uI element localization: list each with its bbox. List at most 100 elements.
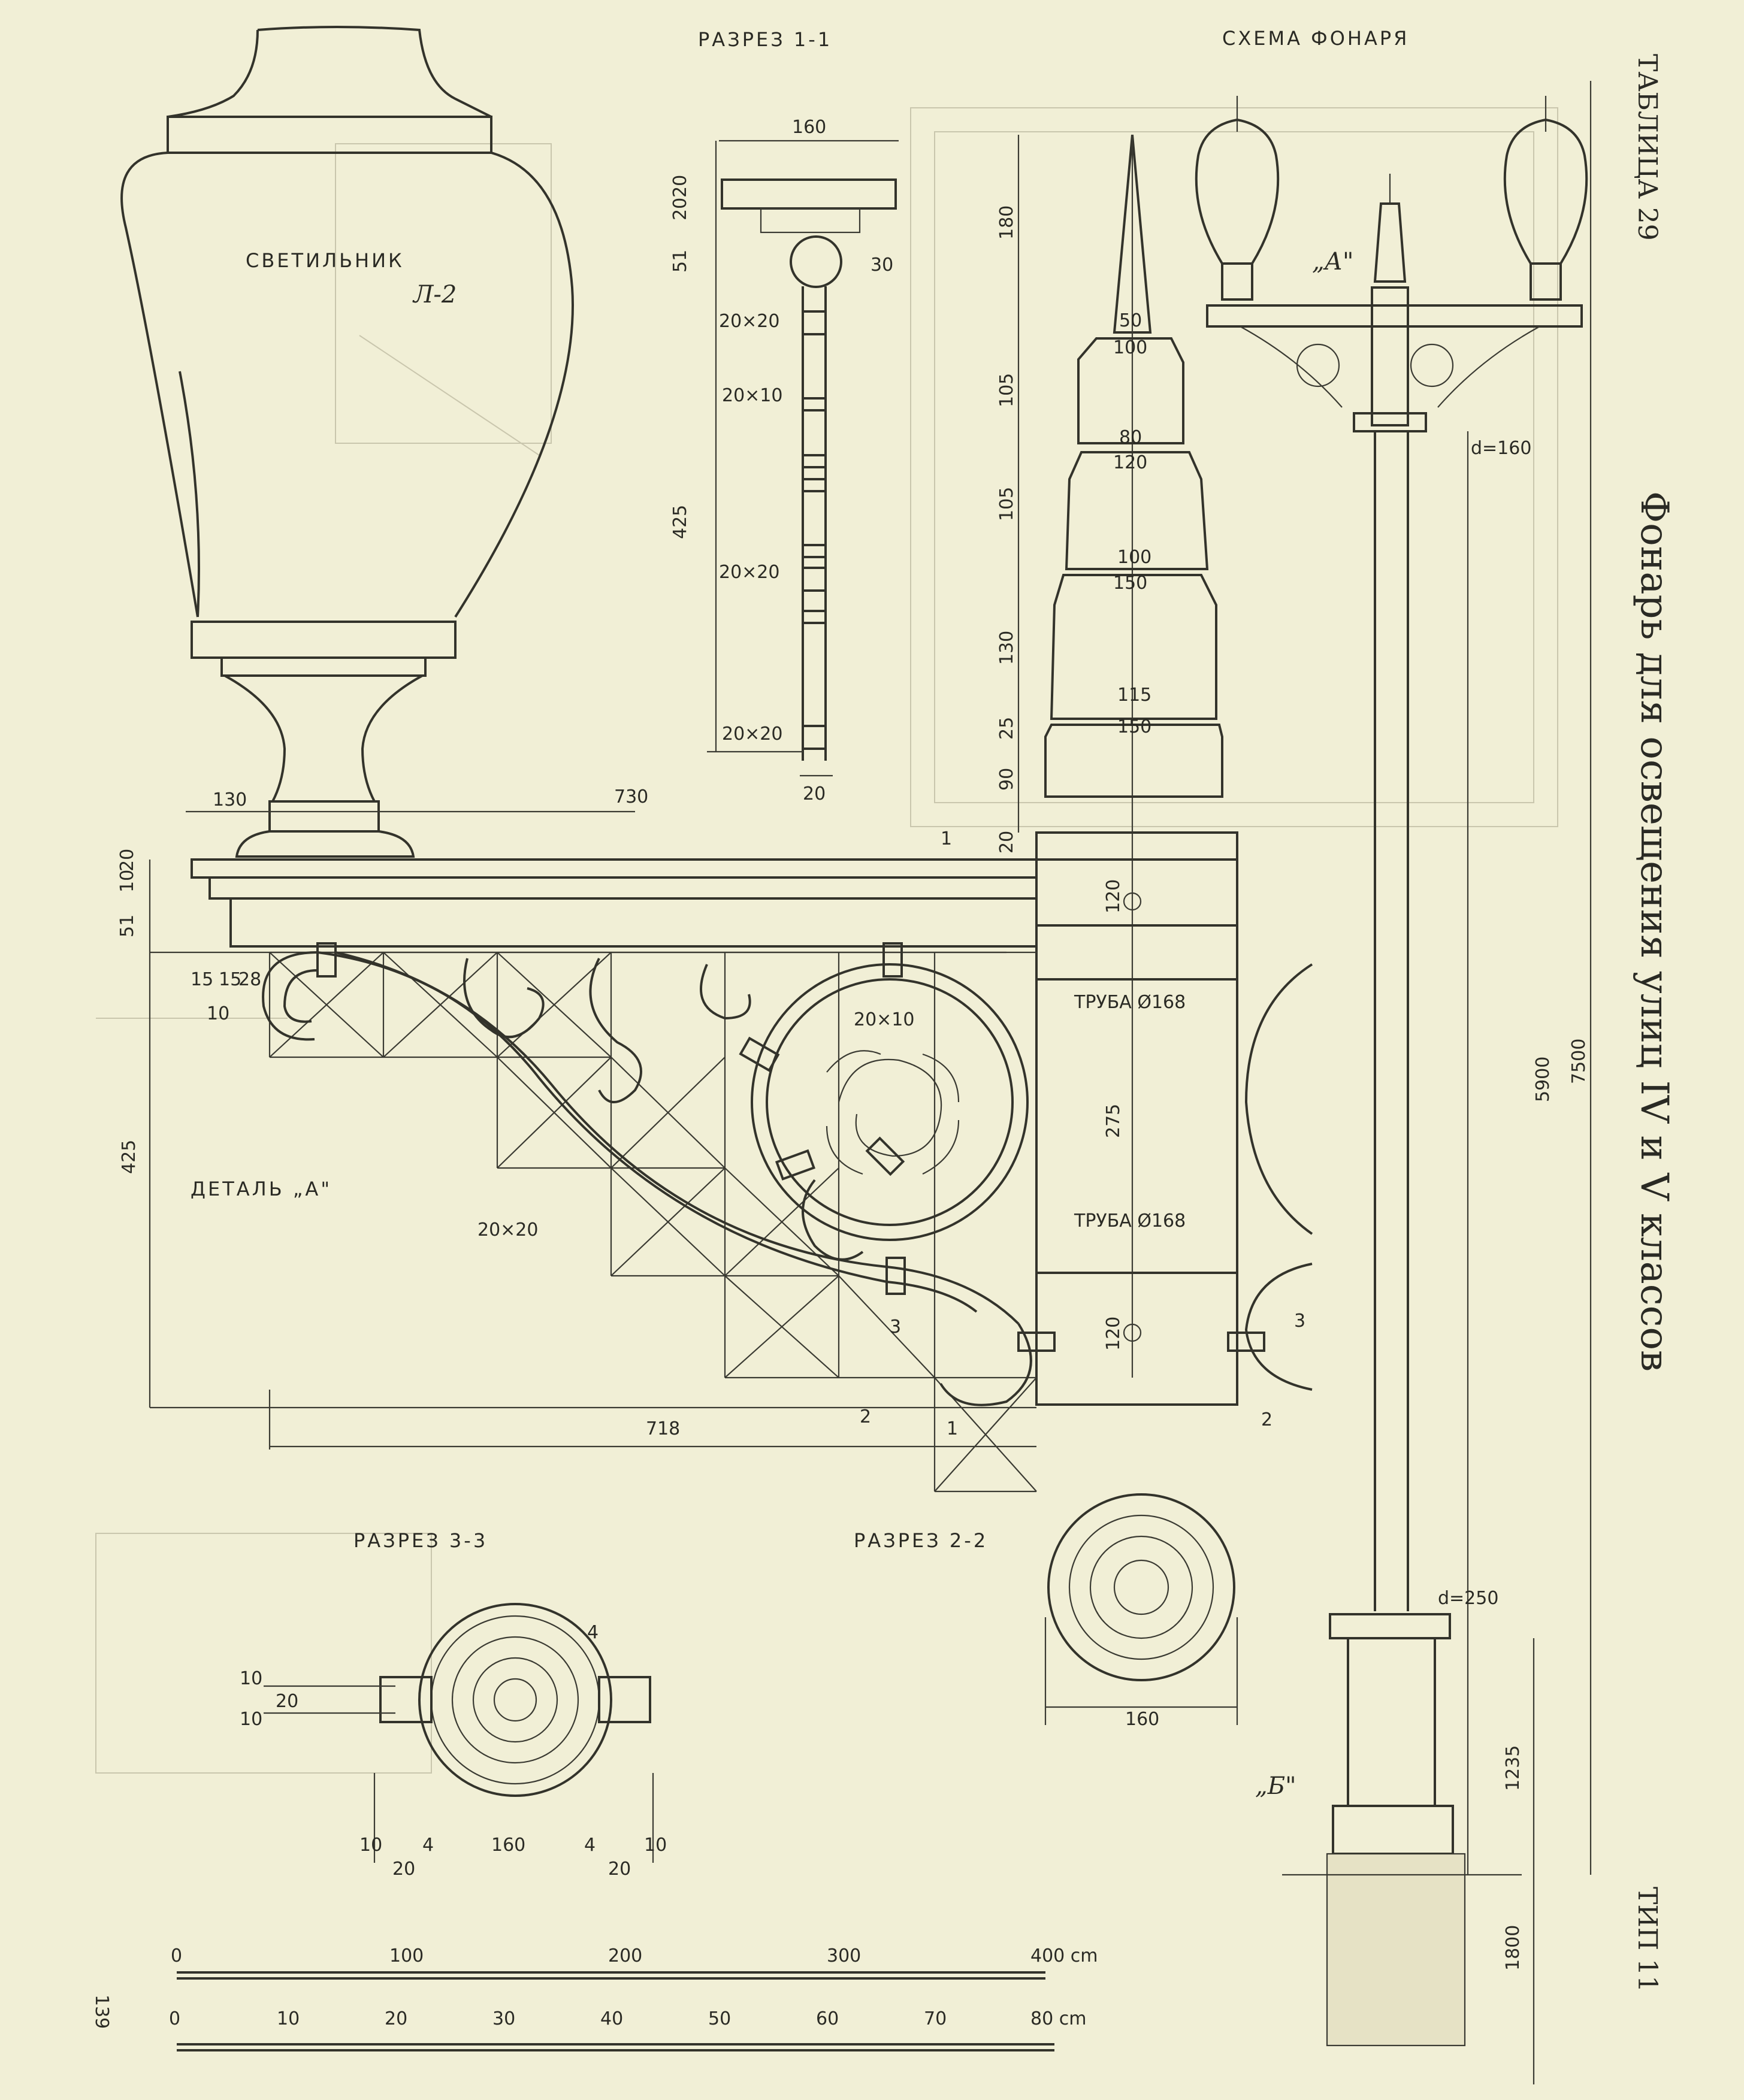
sec1-dim-51: 51 xyxy=(670,250,691,273)
finial-drawing xyxy=(1017,134,1238,1406)
fin-dim-180: 180 xyxy=(996,205,1017,240)
scale-bot-80: 80 cm xyxy=(1030,2008,1086,2029)
scale-bot-70: 70 xyxy=(924,2008,947,2029)
s3-dim-10a: 10 xyxy=(240,1668,262,1689)
s3-dim-4: 4 xyxy=(587,1622,599,1643)
a-dim-730: 730 xyxy=(614,786,648,807)
s3-bottom-20a: 20 xyxy=(392,1859,415,1880)
bracket-drawing xyxy=(149,810,1313,1493)
detail-a-title: ДЕТАЛЬ „А" xyxy=(191,1178,332,1200)
a-dim-51: 51 xyxy=(117,915,138,937)
s3-bottom-160: 160 xyxy=(491,1835,525,1856)
sec1-bar-20x20-c: 20×20 xyxy=(722,724,782,745)
mark-a: „А" xyxy=(1312,248,1353,276)
scale-top-400: 400 cm xyxy=(1030,1945,1098,1966)
scale-top-0: 0 xyxy=(171,1945,182,1966)
lamp-drawing xyxy=(120,26,574,858)
pipe-label-2: ТРУБА Ø168 xyxy=(1074,1211,1186,1231)
pole-d250: d=250 xyxy=(1438,1588,1498,1609)
fin-dim-150b: 150 xyxy=(1117,716,1151,737)
fin-dim-120b: 120 xyxy=(1103,879,1124,913)
pipe-label-1: ТРУБА Ø168 xyxy=(1074,992,1186,1013)
pole-dim-5900: 5900 xyxy=(1533,1057,1553,1102)
lamp-scheme-drawing xyxy=(1195,81,1592,2084)
fin-dim-105b: 105 xyxy=(996,487,1017,521)
section-2-drawing xyxy=(1044,1493,1238,1725)
sec1-dim-20a: 20 xyxy=(670,175,691,198)
sec1-dim-160: 160 xyxy=(792,117,826,138)
scale-top-300: 300 xyxy=(827,1945,861,1966)
sec1-bar-20x20-b: 20×20 xyxy=(719,562,779,583)
s2-dim-160: 160 xyxy=(1125,1709,1159,1730)
section-mark-2b: 2 xyxy=(1261,1409,1273,1430)
sec1-dim-20b: 20 xyxy=(670,198,691,220)
scale-top-200: 200 xyxy=(608,1945,642,1966)
section-2-title: РАЗРЕЗ 2-2 xyxy=(854,1529,988,1552)
a-bar-20x10: 20×10 xyxy=(854,1009,914,1030)
fin-dim-105a: 105 xyxy=(996,373,1017,407)
a-dim-28: 28 xyxy=(238,969,261,990)
s3-dim-20: 20 xyxy=(276,1691,298,1712)
s3-bottom-4b: 4 xyxy=(584,1835,596,1856)
scale-bot-40: 40 xyxy=(600,2008,623,2029)
a-bar-20x20: 20×20 xyxy=(477,1220,538,1240)
scale-bottom-labels: 0 10 20 30 40 50 60 70 80 cm xyxy=(169,2008,1086,2029)
fin-dim-80: 80 xyxy=(1119,427,1142,448)
fin-dim-150a: 150 xyxy=(1113,573,1147,594)
page-number: 139 xyxy=(91,1995,112,2029)
fin-dim-115: 115 xyxy=(1117,685,1151,706)
section-mark-1b: 1 xyxy=(947,1418,958,1439)
pole-dim-1235: 1235 xyxy=(1503,1745,1524,1791)
table-label: ТАБЛИЦА 29 xyxy=(1632,54,1663,241)
pole-dim-1800: 1800 xyxy=(1503,1925,1524,1971)
scale-bot-0: 0 xyxy=(169,2008,180,2029)
s3-bottom-4a: 4 xyxy=(422,1835,434,1856)
section-3-title: РАЗРЕЗ 3-3 xyxy=(353,1529,488,1552)
section-mark-2a: 2 xyxy=(860,1406,871,1427)
section-mark-1a: 1 xyxy=(941,828,952,849)
s3-bottom-10a: 10 xyxy=(359,1835,382,1856)
a-dim-10b: 10 xyxy=(207,1003,229,1024)
section-1-drawing xyxy=(707,140,899,777)
fin-dim-20: 20 xyxy=(996,831,1017,854)
s3-bottom-20b: 20 xyxy=(608,1859,631,1880)
fin-dim-275: 275 xyxy=(1103,1104,1124,1138)
section-mark-3a: 3 xyxy=(890,1317,901,1338)
sec1-dim-425: 425 xyxy=(670,505,691,539)
a-dim-130: 130 xyxy=(213,789,247,810)
a-dim-20: 20 xyxy=(117,849,138,872)
a-dim-10: 10 xyxy=(117,870,138,892)
fin-dim-120c: 120 xyxy=(1103,1317,1124,1351)
fin-dim-90: 90 xyxy=(996,768,1017,791)
fin-dim-25: 25 xyxy=(996,717,1017,740)
section-1-title: РАЗРЕЗ 1-1 xyxy=(698,28,832,51)
a-dim-718: 718 xyxy=(646,1418,680,1439)
pole-dim-7500: 7500 xyxy=(1568,1039,1589,1084)
section-mark-3b: 3 xyxy=(1294,1311,1305,1332)
fin-dim-100b: 100 xyxy=(1117,547,1151,568)
scale-bot-60: 60 xyxy=(816,2008,839,2029)
a-dim-425: 425 xyxy=(119,1140,140,1174)
sec1-bar-20x20-a: 20×20 xyxy=(719,311,779,332)
scale-bot-30: 30 xyxy=(492,2008,515,2029)
sheet-title: Фонарь для освещения улиц IV и V классов xyxy=(1632,491,1676,1372)
sec1-bar-20x10: 20×10 xyxy=(722,385,782,406)
fin-dim-100: 100 xyxy=(1113,337,1147,358)
scale-top-100: 100 xyxy=(389,1945,424,1966)
sec1-dim-20: 20 xyxy=(803,783,826,804)
reverse-page-showthrough xyxy=(95,107,1558,1774)
lamp-scheme-title: СХЕМА ФОНАРЯ xyxy=(1222,27,1409,50)
a-dim-15a: 15 xyxy=(191,969,213,990)
pole-d160: d=160 xyxy=(1471,438,1531,459)
lamp-label: СВЕТИЛЬНИК xyxy=(246,249,404,272)
scale-top-labels: 0 100 200 300 400 cm xyxy=(171,1945,1098,1966)
s3-bottom-10b: 10 xyxy=(644,1835,667,1856)
a-dim-15b: 15 xyxy=(219,969,241,990)
scale-bot-10: 10 xyxy=(277,2008,300,2029)
scale-bot-20: 20 xyxy=(385,2008,407,2029)
mark-b: „Б" xyxy=(1255,1772,1296,1800)
type-label: ТИП 11 xyxy=(1632,1887,1663,1992)
scale-bars xyxy=(177,1971,1054,2051)
section-3-drawing xyxy=(264,1603,654,1863)
